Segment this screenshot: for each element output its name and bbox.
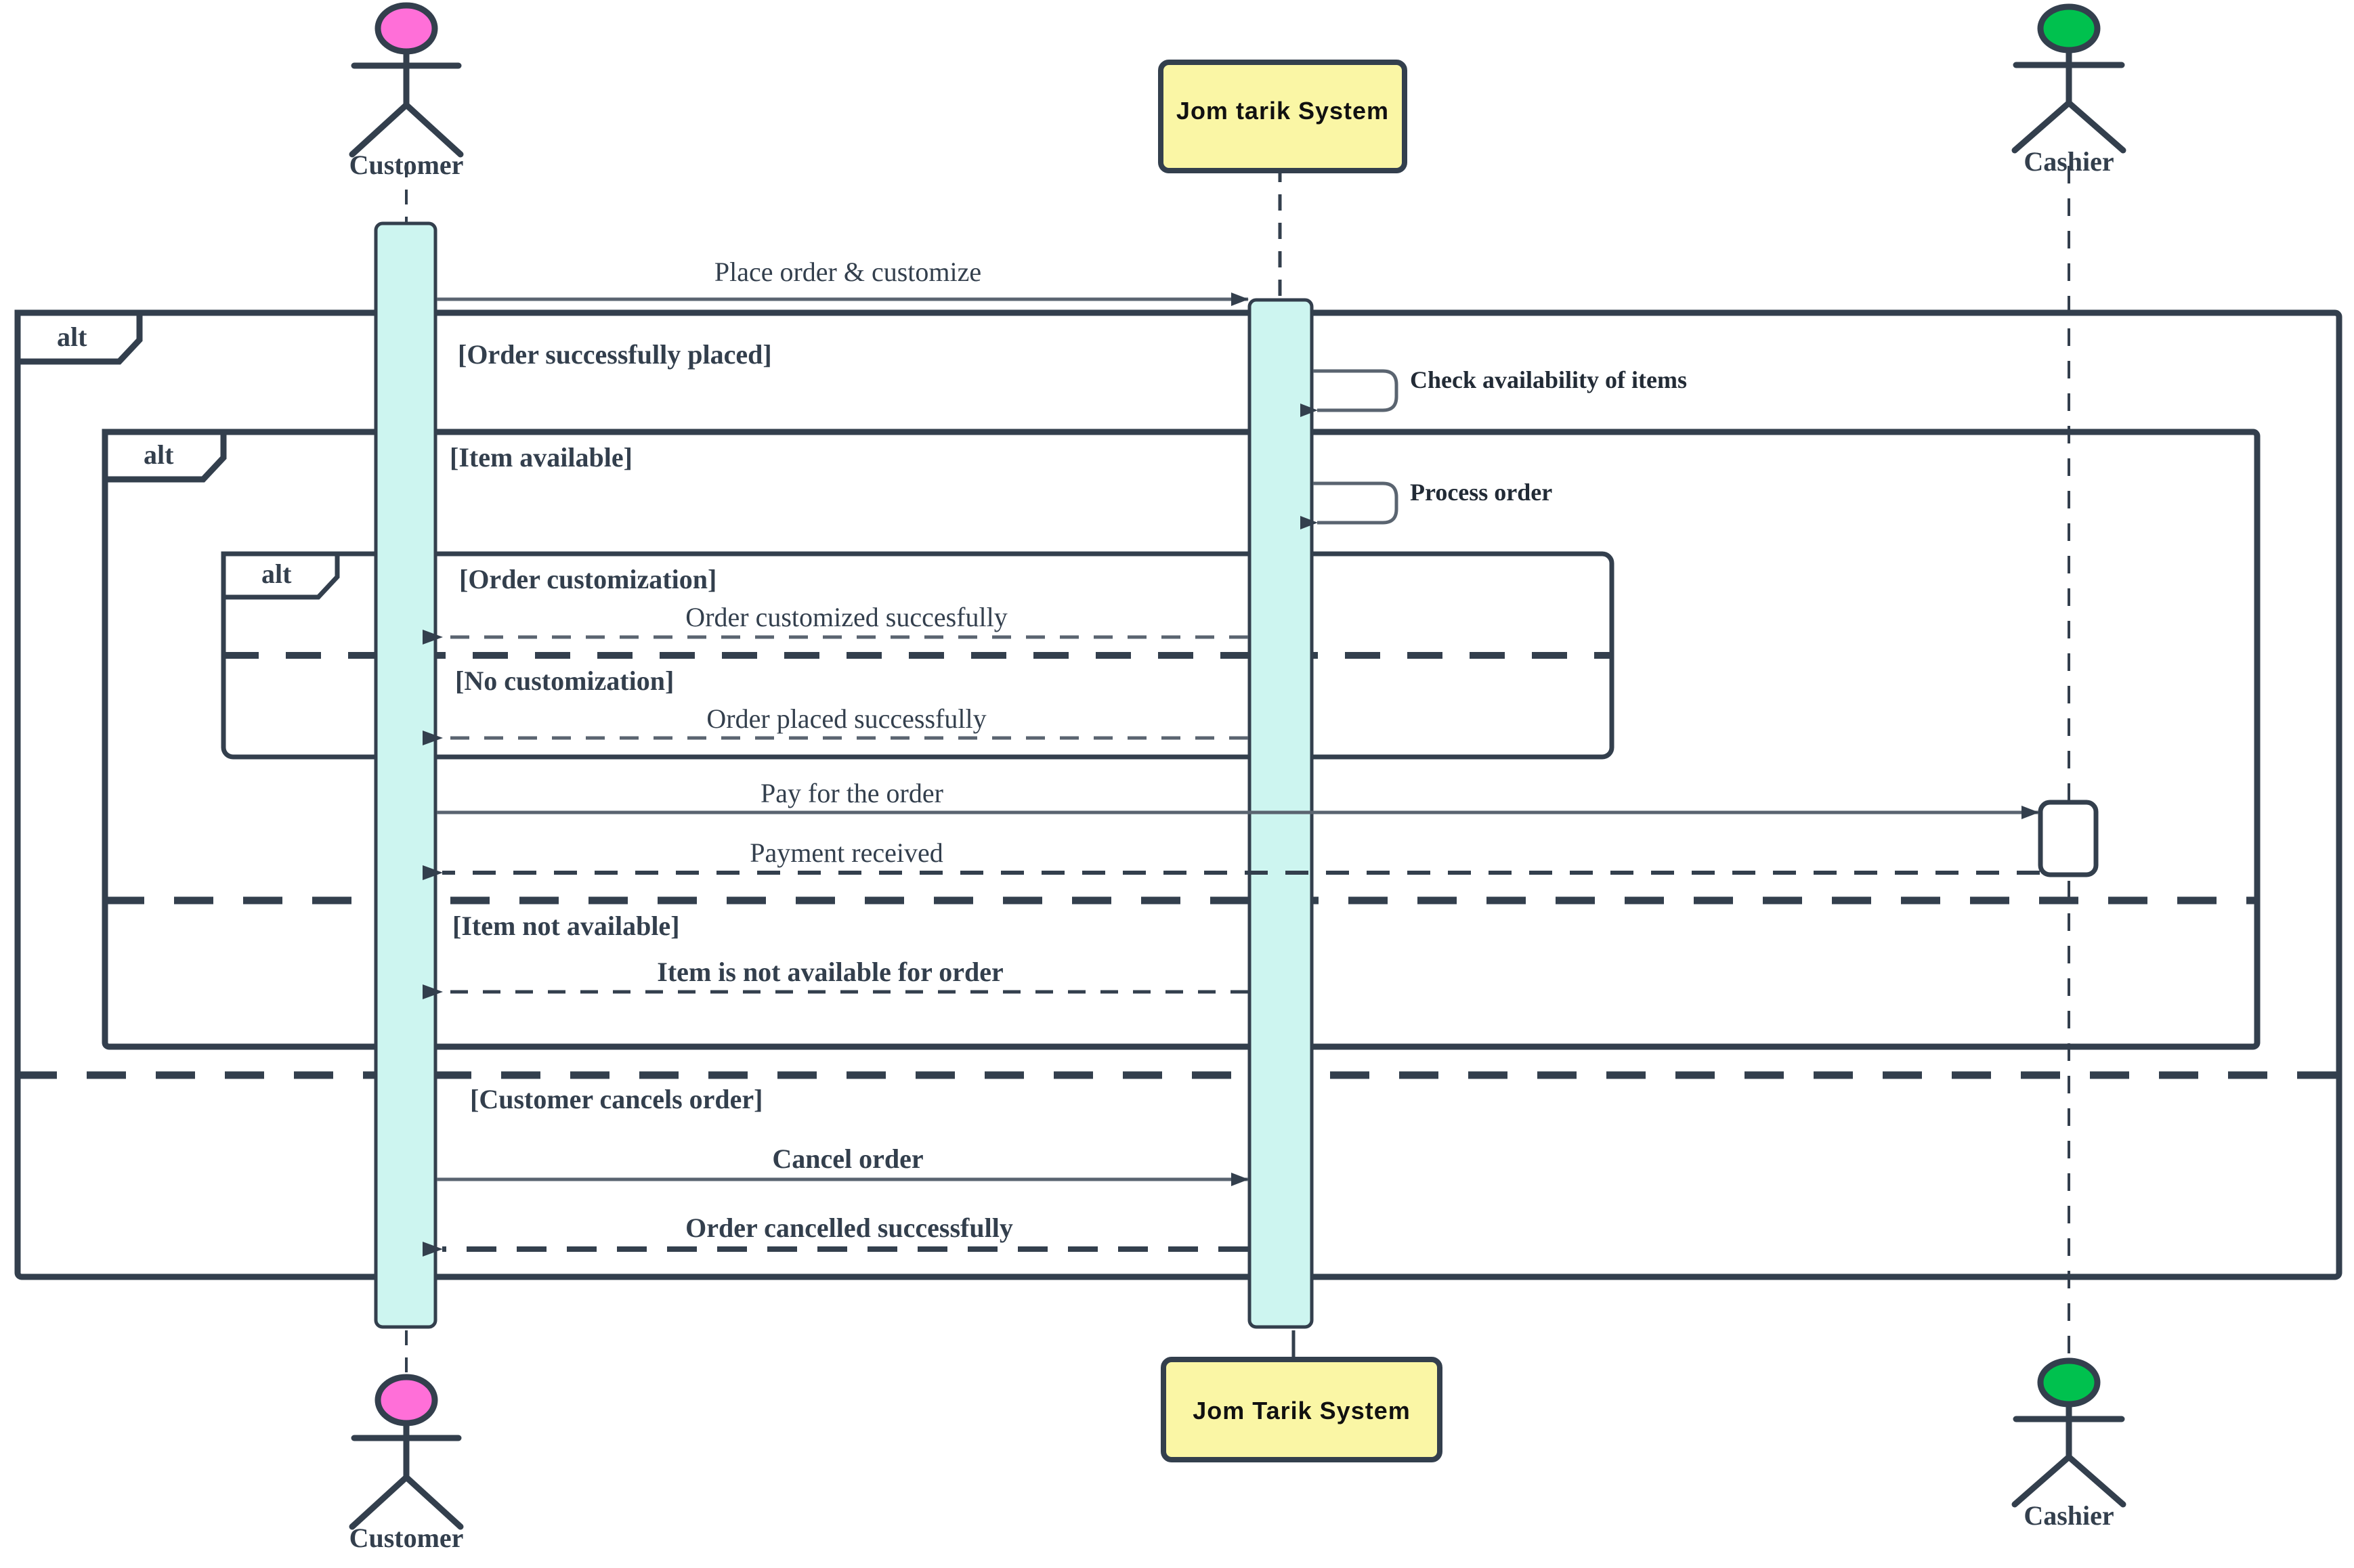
guard-item-available: [Item available]: [450, 442, 633, 473]
message-arrow-check-availability: [1300, 369, 1398, 417]
guard-item-not-available: [Item not available]: [452, 911, 680, 941]
guard-customer-cancels-order: [Customer cancels order]: [470, 1084, 763, 1114]
message-label-check-availability: Check availability of items: [1410, 366, 1687, 393]
activation-customer: [374, 221, 437, 1329]
guard-order-customization: [Order customization]: [459, 564, 717, 594]
message-label-process-order: Process order: [1410, 479, 1553, 506]
system-box-label-bottom: Jom Tarik System: [1193, 1397, 1411, 1424]
message-label-order-placed: Order placed successfully: [706, 703, 987, 734]
frame-tag-alt-customization: alt: [261, 559, 292, 589]
system-box-bottom: [1161, 1357, 1442, 1462]
frame-alt-outer: [14, 309, 2342, 1280]
message-label-place-order: Place order & customize: [714, 257, 982, 287]
actor-label-cashier-top: Cashier: [2024, 146, 2114, 177]
message-arrow-process-order: [1300, 481, 1398, 529]
guard-no-customization: [No customization]: [455, 666, 675, 696]
actor-cashier-bottom: [2011, 1357, 2126, 1508]
system-box-top: [1158, 60, 1407, 173]
actor-label-cashier-bottom: Cashier: [2024, 1500, 2114, 1531]
message-label-order-customized: Order customized succesfully: [685, 602, 1008, 632]
actor-customer-top: [349, 2, 464, 158]
guard-order-successfully-placed: [Order successfully placed]: [458, 339, 772, 370]
actor-cashier-top: [2011, 3, 2126, 154]
frame-tag-alt-outer: alt: [57, 322, 87, 352]
message-label-item-unavailable: Item is not available for order: [657, 957, 1004, 987]
activation-cashier: [2038, 800, 2099, 877]
actor-label-customer-bottom: Customer: [349, 1523, 464, 1553]
actor-label-customer-top: Customer: [349, 150, 464, 180]
message-label-pay-order: Pay for the order: [761, 778, 943, 808]
frame-tag-alt-availability: alt: [144, 439, 174, 470]
system-box-label-top: Jom tarik System: [1176, 97, 1390, 125]
actor-customer-bottom: [349, 1374, 464, 1530]
frame-alt-availability: [102, 429, 2261, 1050]
message-label-payment-received: Payment received: [750, 837, 943, 868]
message-label-cancel-order: Cancel order: [772, 1144, 924, 1174]
message-label-order-cancelled: Order cancelled successfully: [685, 1213, 1013, 1243]
